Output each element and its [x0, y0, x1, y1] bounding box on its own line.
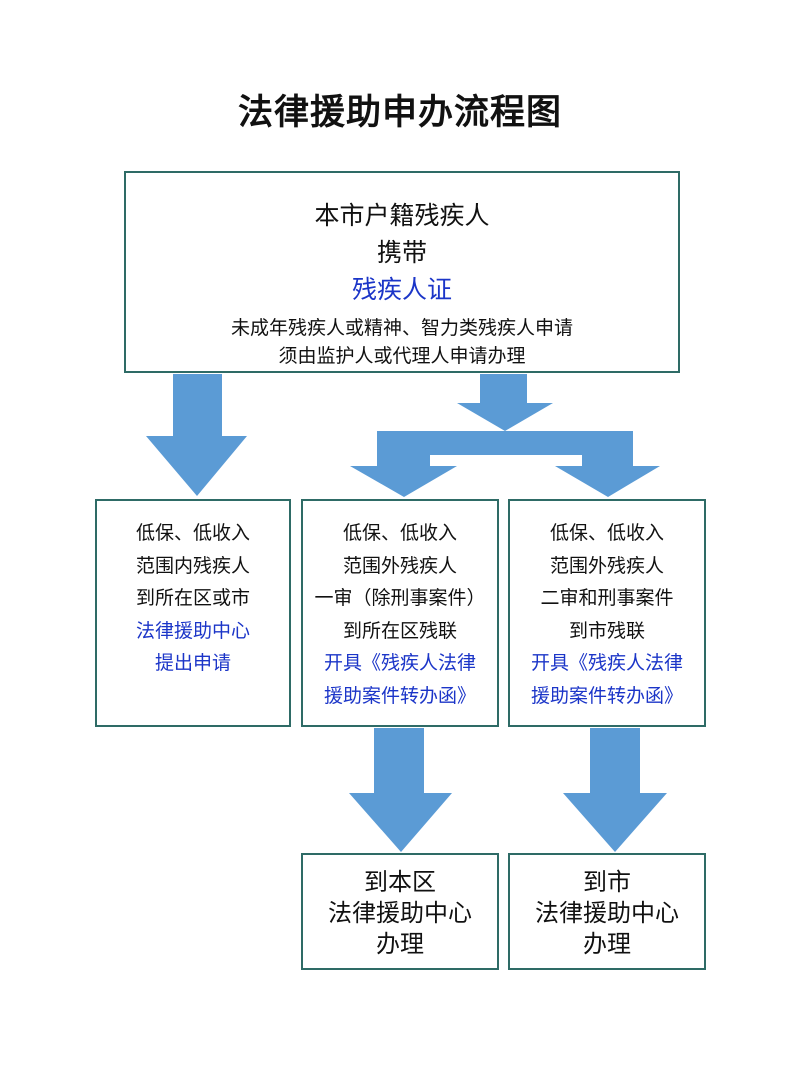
box-c-line: 范围外残疾人 [549, 554, 664, 577]
box-b-highlight: 援助案件转办函》 [323, 684, 476, 707]
page-title: 法律援助申办流程图 [237, 92, 562, 133]
box-b-highlight: 开具《残疾人法律 [323, 652, 476, 675]
box-a-line: 到所在区或市 [135, 587, 250, 610]
box-a-line: 范围内残疾人 [135, 554, 250, 577]
guardian-note-line-2: 须由监护人或代理人申请办理 [278, 345, 526, 367]
box-e-line: 办理 [583, 930, 631, 958]
first-instance-box: 低保、低收入 范围外残疾人 一审（除刑事案件） 到所在区残联 开具《残疾人法律 … [301, 499, 499, 727]
box-c-line: 到市残联 [568, 619, 645, 642]
box-b-line: 到所在区残联 [342, 619, 457, 642]
box-d-line: 办理 [376, 930, 424, 958]
low-income-within-box: 低保、低收入 范围内残疾人 到所在区或市 法律援助中心 提出申请 [95, 499, 291, 727]
box-a-highlight: 法律援助中心 [135, 619, 250, 642]
box-c-highlight: 开具《残疾人法律 [530, 652, 683, 675]
arrow-branch [350, 374, 660, 497]
box-b-line: 一审（除刑事案件） [314, 587, 486, 610]
box-e-line: 到市 [583, 868, 631, 896]
box-b-line: 范围外残疾人 [342, 554, 457, 577]
box-d-line: 到本区 [364, 868, 436, 896]
second-instance-box: 低保、低收入 范围外残疾人 二审和刑事案件 到市残联 开具《残疾人法律 援助案件… [508, 499, 706, 727]
box-a-highlight: 提出申请 [154, 652, 231, 675]
applicant-box: 本市户籍残疾人 携带 残疾人证 未成年残疾人或精神、智力类残疾人申请 须由监护人… [124, 171, 680, 373]
guardian-note-line-1: 未成年残疾人或精神、智力类残疾人申请 [230, 317, 573, 339]
arrow-down-right [563, 728, 667, 852]
box-a-line: 低保、低收入 [135, 522, 250, 544]
box-c-line: 低保、低收入 [549, 522, 664, 544]
box-c-line: 二审和刑事案件 [540, 587, 674, 610]
box-e-line: 法律援助中心 [535, 899, 679, 927]
box-c-highlight: 援助案件转办函》 [530, 684, 683, 707]
carry-label: 携带 [376, 238, 427, 267]
applicant-label: 本市户籍残疾人 [314, 201, 490, 230]
arrow-down-middle [349, 728, 452, 852]
arrow-down-left [146, 374, 247, 496]
city-center-box: 到市 法律援助中心 办理 [508, 853, 706, 970]
box-d-line: 法律援助中心 [328, 899, 472, 927]
district-center-box: 到本区 法律援助中心 办理 [301, 853, 499, 970]
disability-certificate-label: 残疾人证 [351, 275, 452, 304]
box-b-line: 低保、低收入 [342, 522, 457, 544]
